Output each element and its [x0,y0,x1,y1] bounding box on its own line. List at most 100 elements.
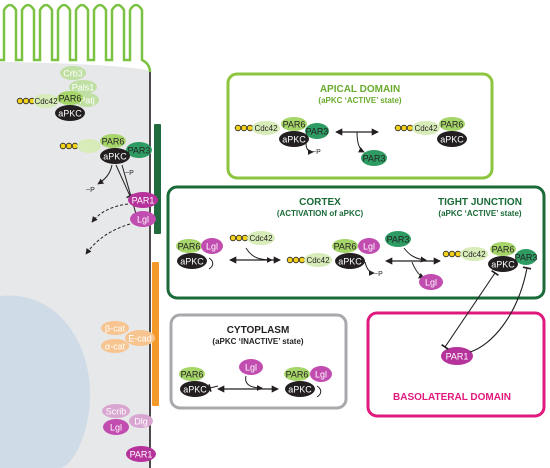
tight-junction-subtitle: (aPKC ‘ACTIVE’ state) [438,209,521,218]
lgl-node [358,238,380,254]
par3-node [515,249,537,265]
pals1-label: Pals1 [72,83,95,93]
lgl-node [310,366,332,382]
phospho-label: ~P [86,187,95,194]
beta-catenin-label: β-cat [105,324,126,334]
par6-node [179,367,205,381]
gtp-beads [234,124,254,132]
apkc-node [100,148,130,164]
cdc42-label: Cdc42 [306,256,330,265]
apical-domain-panel: APICAL DOMAIN (aPKC ‘ACTIVE’ state) Cdc4… [226,72,494,180]
cytoplasm-title: CYTOPLASM [227,325,290,336]
par6-node [57,91,83,105]
par6-label: PAR6 [59,94,82,104]
nucleus [0,295,91,468]
apkc-node [335,253,365,269]
patj-label: Patj [79,96,95,106]
gtp-beads [286,256,306,264]
scrib-label: Scrib [106,407,127,417]
par6-label: PAR6 [286,370,309,380]
par6-label: PAR6 [178,242,201,252]
cdc42-label: Cdc42 [462,250,486,259]
tight-junction-bar [154,124,161,234]
phospho-label: ~P [125,170,134,177]
par3-label: PAR3 [363,154,386,164]
par1-node [126,446,156,462]
lgl-label: Lgl [425,278,437,288]
apkc-node [177,253,207,269]
apkc-label: aPKC [180,257,204,267]
par6-node [439,117,465,131]
par1-label: PAR1 [446,352,469,362]
cdc42-node [252,121,280,135]
cortex-panel: CORTEX (ACTIVATION of aPKC) TIGHT JUNCTI… [166,185,546,300]
microvilli-membrane [0,3,152,73]
par1-label: PAR1 [132,196,155,206]
apkc-node [488,256,518,272]
gtp-beads [229,234,249,242]
crb3-faded [60,66,86,80]
lgl-node [201,238,223,254]
par3-label: PAR3 [128,146,151,156]
apkc-label: aPKC [288,385,312,395]
alpha-catenin-faded [101,339,129,353]
par6-label: PAR6 [283,120,306,130]
par6-node [100,134,126,148]
par6-label: PAR6 [334,242,357,252]
cdc42-label: Cdc42 [254,124,278,133]
par3-label: PAR3 [387,235,410,245]
inhibition-line [208,384,219,392]
activation-hook [208,257,214,270]
apkc-label: aPKC [103,152,127,162]
cdc42-node [77,139,101,153]
release-arrow [356,131,365,153]
lgl-label: Lgl [245,363,257,373]
apkc-node [55,105,85,121]
dlg-faded [129,414,153,428]
par6-node [284,367,310,381]
alpha-catenin-label: α-cat [105,342,126,352]
par6-node [490,242,516,256]
gtp-beads [442,250,462,258]
e-cadherin-faded [125,330,155,346]
lgl-label: Lgl [137,215,149,225]
cortex-title: CORTEX [299,197,341,208]
cdc42-node [304,253,332,267]
apkc-label: aPKC [183,385,207,395]
par6-label: PAR6 [102,137,125,147]
par6-node [332,239,358,253]
par1-node [128,192,158,208]
phospho-label: ~P [312,149,321,156]
cdc42-node [460,247,488,261]
apkc-label: aPKC [440,135,464,145]
inhibition-line [115,164,134,199]
scrib-faded [102,404,130,418]
cdc42-node [33,94,59,108]
par1-node [441,347,473,365]
gtp-beads [394,124,414,132]
apical-domain-title: APICAL DOMAIN [320,84,400,95]
par1-label: PAR1 [130,450,153,460]
phosphorylation-arrow [97,164,113,185]
par3-label: PAR3 [515,253,538,263]
apkc-node [437,131,467,147]
inhibition-line [441,270,499,350]
lgl-node [239,359,263,375]
par3-node [126,142,152,158]
apkc-label: aPKC [338,257,362,267]
par6-node [281,117,307,131]
par6-label: PAR6 [181,370,204,380]
adherens-junction-bar [152,262,159,406]
apical-domain-subtitle: (aPKC ‘ACTIVE’ state) [318,96,401,105]
pals1-faded [69,80,97,94]
gtp-beads [59,142,79,150]
apical-domain-box [226,72,494,180]
apkc-node [285,381,315,397]
lgl-label: Lgl [110,423,122,433]
crb3-label: Crb3 [63,69,83,79]
par6-node [176,239,202,253]
gtp-beads [16,97,36,105]
apkc-label: aPKC [58,109,82,119]
beta-catenin-faded [101,321,129,335]
